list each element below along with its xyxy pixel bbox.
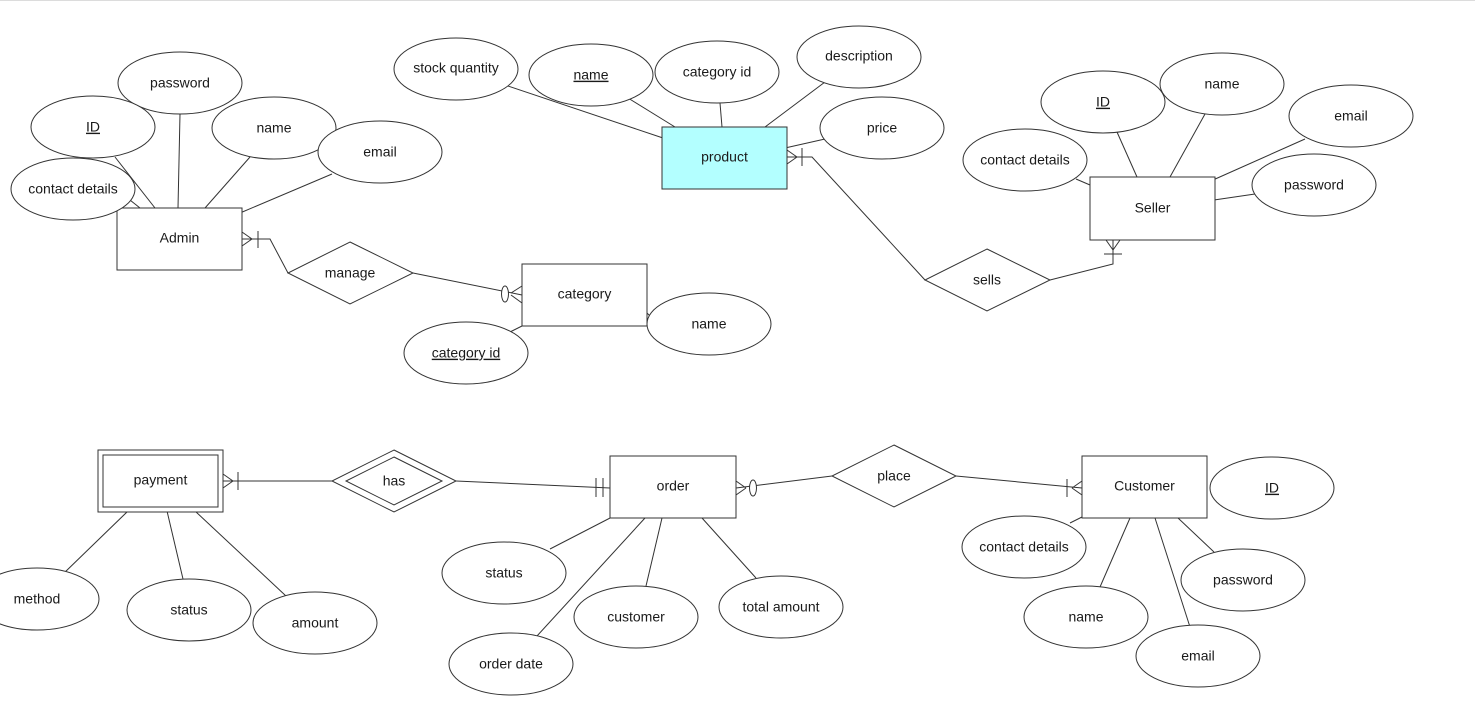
relationship-sells-label: sells: [973, 272, 1001, 288]
attribute-seller-email[interactable]: email: [1288, 84, 1414, 148]
svg-text:email: email: [1181, 648, 1214, 664]
svg-text:method: method: [14, 591, 61, 607]
svg-text:contact details: contact details: [979, 539, 1069, 555]
svg-text:contact details: contact details: [980, 152, 1070, 168]
entity-order-label: order: [657, 478, 690, 494]
attribute-product-description[interactable]: description: [796, 25, 922, 89]
relationship-place-label: place: [877, 468, 911, 484]
attribute-payment-amount[interactable]: amount: [252, 591, 378, 655]
attribute-seller-contact-details[interactable]: contact details: [962, 128, 1088, 192]
svg-text:customer: customer: [607, 609, 665, 625]
svg-text:email: email: [363, 144, 396, 160]
entity-category-label: category: [558, 286, 612, 302]
svg-text:status: status: [170, 602, 207, 618]
attribute-payment-method[interactable]: method: [0, 567, 100, 631]
attribute-product-name[interactable]: name: [528, 43, 654, 107]
svg-text:name: name: [256, 120, 291, 136]
entity-customer[interactable]: Customer: [1081, 455, 1208, 519]
svg-text:stock quantity: stock quantity: [413, 60, 499, 76]
svg-text:name: name: [1068, 609, 1103, 625]
svg-text:password: password: [1284, 177, 1344, 193]
svg-text:name: name: [1204, 76, 1239, 92]
relationship-place[interactable]: place: [830, 444, 958, 508]
svg-text:status: status: [485, 565, 522, 581]
attribute-customer-name[interactable]: name: [1023, 585, 1149, 649]
attribute-category-name[interactable]: name: [646, 292, 772, 356]
svg-text:description: description: [825, 48, 893, 64]
attribute-connectors: [61, 81, 1306, 637]
relationship-has-label: has: [383, 473, 406, 489]
entity-product[interactable]: product: [661, 126, 788, 190]
cardinality-marks: [222, 148, 1122, 497]
attribute-admin-contact-details[interactable]: contact details: [10, 157, 136, 221]
svg-text:password: password: [1213, 572, 1273, 588]
attribute-product-category-id[interactable]: category id: [654, 40, 780, 104]
entity-order[interactable]: order: [609, 455, 737, 519]
attribute-customer-email[interactable]: email: [1135, 624, 1261, 688]
attribute-order-date[interactable]: order date: [448, 632, 574, 696]
primary-key-label: name: [573, 67, 608, 83]
entity-payment[interactable]: payment: [97, 449, 224, 513]
svg-text:price: price: [867, 120, 898, 136]
entity-admin-label: Admin: [160, 230, 200, 246]
attribute-customer-password[interactable]: password: [1180, 548, 1306, 612]
svg-text:total amount: total amount: [742, 599, 819, 615]
attribute-customer-contact-details[interactable]: contact details: [961, 515, 1087, 579]
entity-admin[interactable]: Admin: [116, 207, 243, 271]
top-divider: [0, 0, 1475, 1]
attribute-admin-id[interactable]: ID: [30, 95, 156, 159]
attribute-order-total-amount[interactable]: total amount: [718, 575, 844, 639]
svg-text:order date: order date: [479, 656, 543, 672]
entity-payment-label: payment: [134, 472, 188, 488]
entity-customer-label: Customer: [1114, 478, 1175, 494]
relationship-manage[interactable]: manage: [286, 241, 415, 305]
attribute-admin-name[interactable]: name: [211, 96, 337, 160]
primary-key-label: ID: [86, 119, 100, 135]
primary-key-label: ID: [1096, 94, 1110, 110]
entity-seller-label: Seller: [1135, 200, 1171, 216]
primary-key-label: ID: [1265, 480, 1279, 496]
relationship-sells[interactable]: sells: [923, 248, 1052, 312]
relationship-manage-label: manage: [325, 265, 376, 281]
attribute-payment-status[interactable]: status: [126, 578, 252, 642]
attribute-category-id[interactable]: category id: [403, 321, 529, 385]
entity-seller[interactable]: Seller: [1089, 176, 1216, 241]
attribute-seller-name[interactable]: name: [1159, 52, 1285, 116]
attribute-order-status[interactable]: status: [441, 541, 567, 605]
svg-text:name: name: [691, 316, 726, 332]
attribute-admin-email[interactable]: email: [317, 120, 443, 184]
relationship-has[interactable]: has: [330, 449, 458, 513]
attribute-customer-id[interactable]: ID: [1209, 456, 1335, 520]
svg-text:category id: category id: [683, 64, 751, 80]
attribute-order-customer[interactable]: customer: [573, 585, 699, 649]
entity-product-label: product: [701, 149, 748, 165]
attribute-seller-password[interactable]: password: [1251, 153, 1377, 217]
attribute-admin-password[interactable]: password: [117, 51, 243, 115]
svg-text:password: password: [150, 75, 210, 91]
attribute-seller-id[interactable]: ID: [1040, 70, 1166, 134]
primary-key-label: category id: [432, 345, 500, 361]
attribute-product-price[interactable]: price: [819, 96, 945, 160]
svg-text:amount: amount: [292, 615, 339, 631]
svg-text:contact details: contact details: [28, 181, 118, 197]
entity-category[interactable]: category: [521, 263, 648, 327]
svg-text:email: email: [1334, 108, 1367, 124]
attribute-product-stock-quantity[interactable]: stock quantity: [393, 37, 519, 101]
